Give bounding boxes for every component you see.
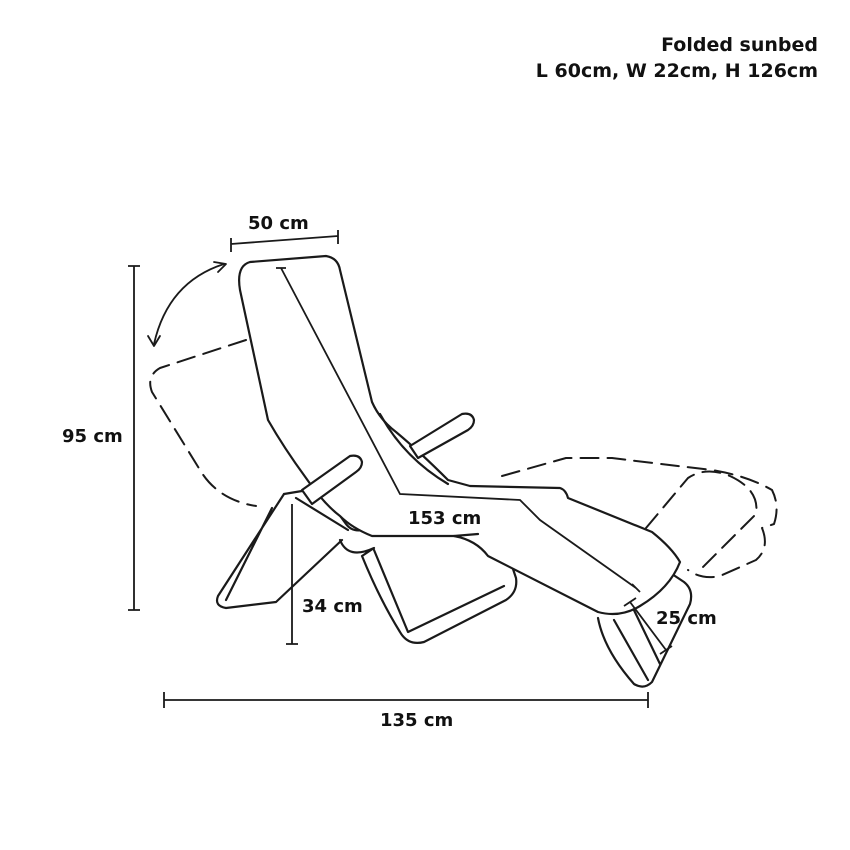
folded-dimensions: L 60cm, W 22cm, H 126cm <box>535 60 818 82</box>
length-measure-line <box>276 267 641 593</box>
left-armrest <box>300 454 364 506</box>
rotation-arrow-head-top <box>213 261 227 273</box>
frame-middle-leg-inner <box>372 548 506 634</box>
seat-height-label: 34 cm <box>302 596 363 617</box>
width-top-label: 50 cm <box>248 213 309 234</box>
frame-middle-leg <box>338 538 518 644</box>
reclined-footrest-inner-outline <box>645 470 758 571</box>
reclined-footrest-outline <box>501 457 778 579</box>
height-label: 95 cm <box>62 426 123 447</box>
length-label: 153 cm <box>408 508 481 529</box>
seat-fold-line <box>378 412 480 538</box>
folded-dimensions-block: Folded sunbed L 60cm, W 22cm, H 126cm <box>536 32 818 84</box>
leg-width-label: 25 cm <box>656 608 717 629</box>
right-armrest <box>408 412 476 460</box>
frame-left-leg <box>215 492 350 610</box>
leg-width-measure-line <box>623 597 673 655</box>
seat-height-measure-line <box>286 504 298 645</box>
reclined-backrest-outline <box>149 339 257 507</box>
base-length-label: 135 cm <box>380 710 453 731</box>
width-measure-line <box>230 230 339 252</box>
frame-right-leg <box>596 568 693 688</box>
folded-title: Folded sunbed <box>661 34 818 56</box>
height-measure-line <box>128 265 140 611</box>
base-length-measure-line <box>163 692 649 708</box>
rotation-arrow-head-bottom <box>147 335 161 347</box>
rotation-arrow <box>153 263 225 345</box>
chair-fabric <box>238 254 682 616</box>
